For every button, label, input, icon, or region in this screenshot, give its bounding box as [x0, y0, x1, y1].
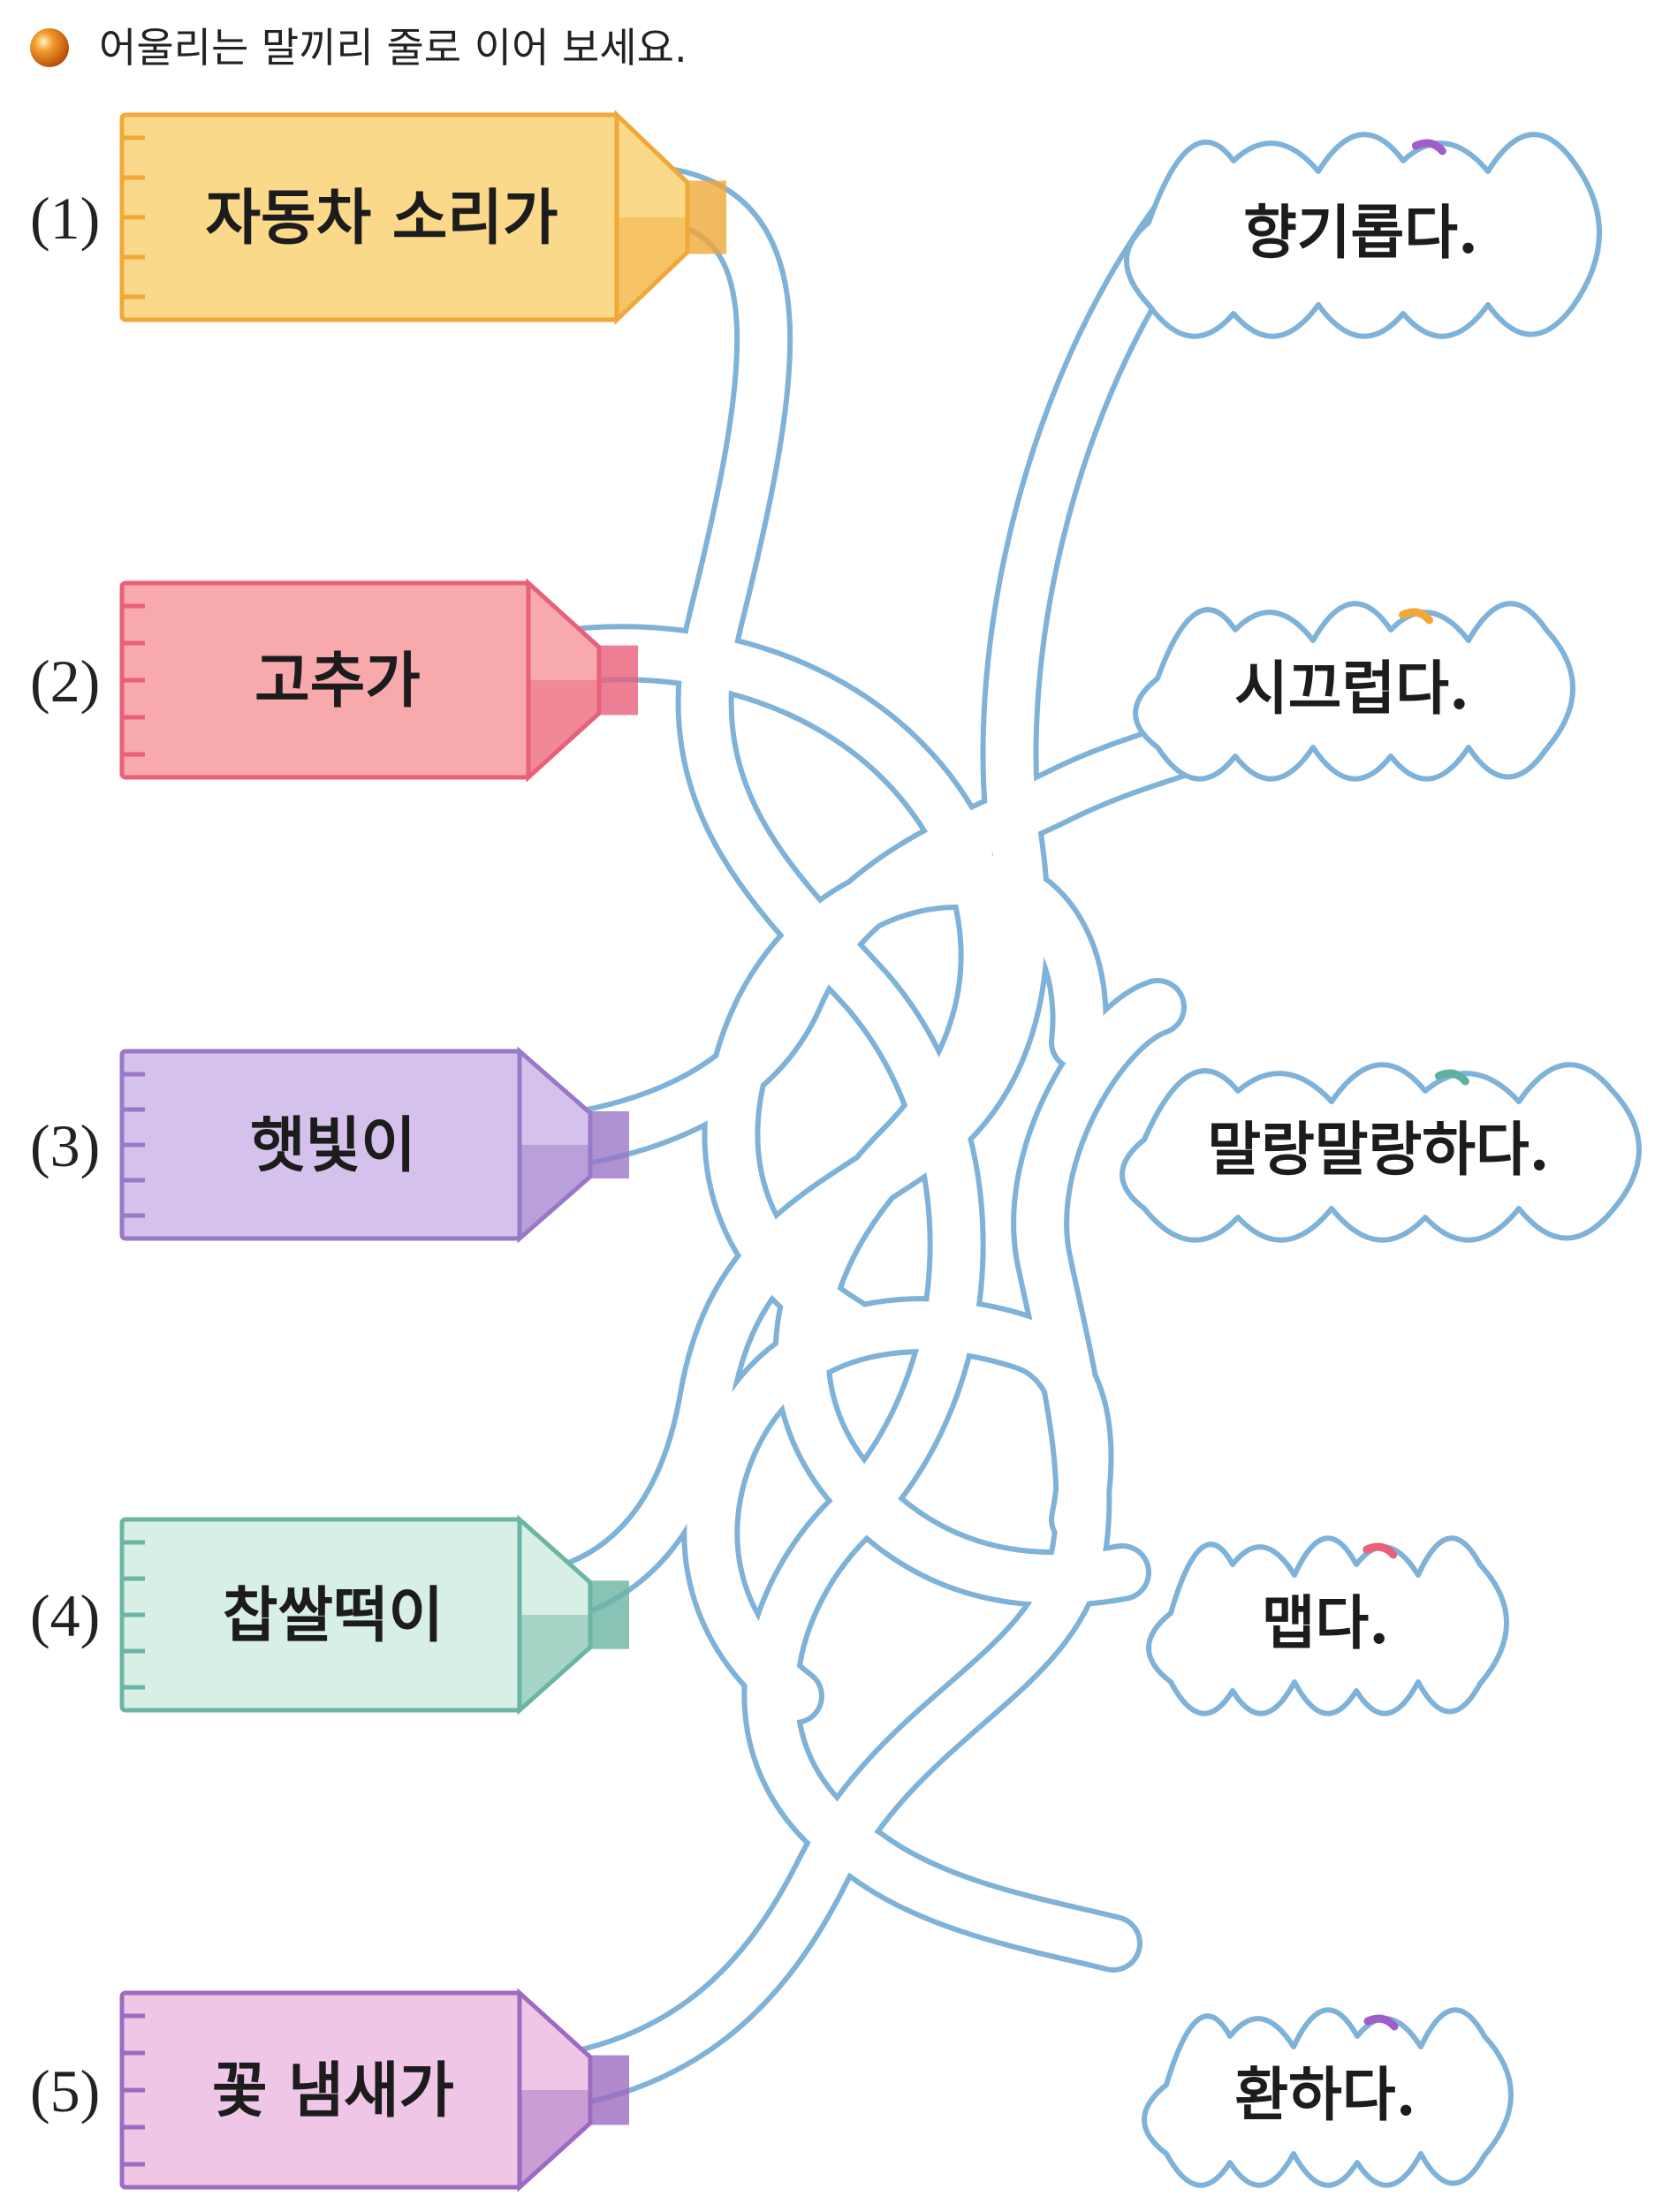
maze-channel[interactable]	[489, 983, 1181, 2110]
cloud-shape	[1142, 2007, 1514, 2188]
item-number: (1)	[30, 185, 100, 252]
predicate-label: 맵다.	[1262, 1588, 1389, 1657]
tube-shade	[617, 217, 687, 320]
maze-channel[interactable]	[497, 188, 1208, 1625]
item-label: 햇빛이	[250, 1110, 416, 1181]
tube-cap	[588, 1110, 629, 1179]
item-label: 꽃 냄새가	[212, 2056, 454, 2126]
cloud-shape	[1120, 1062, 1642, 1243]
cloud-accent	[1399, 608, 1434, 625]
cloud-accent	[1363, 1542, 1398, 1559]
tube-shade	[520, 1145, 590, 1239]
predicate-label: 환하다.	[1234, 2060, 1416, 2129]
cloud-predicate-5[interactable]: 환하다.	[1142, 2007, 1514, 2188]
cloud-shape	[1146, 1535, 1509, 1716]
item-label: 고추가	[254, 646, 421, 716]
tube-shade	[520, 1615, 590, 1710]
cloud-predicate-3[interactable]: 말랑말랑하다.	[1120, 1062, 1642, 1243]
item-number: (5)	[30, 2057, 100, 2125]
tube-item-4[interactable]: (4) 찹쌀떡이	[30, 1514, 629, 1716]
predicate-label: 시끄럽다.	[1234, 654, 1469, 723]
tube-item-5[interactable]: (5) 꽃 냄새가	[30, 1988, 629, 2193]
instruction-text: 어울리는 말끼리 줄로 이어 보세요.	[99, 24, 687, 72]
predicate-label: 향기롭다.	[1243, 198, 1478, 267]
tube-cap	[588, 1580, 629, 1649]
predicate-label: 말랑말랑하다.	[1207, 1115, 1549, 1184]
cloud-predicate-2[interactable]: 시끄럽다.	[1133, 601, 1575, 782]
item-label: 자동차 소리가	[205, 183, 558, 254]
cloud-predicate-1[interactable]: 향기롭다.	[1124, 132, 1602, 339]
cloud-accent	[1411, 139, 1446, 155]
cloud-accent	[1434, 1069, 1469, 1086]
item-number: (3)	[30, 1112, 100, 1179]
cloud-shape	[1133, 601, 1575, 782]
maze-channel[interactable]	[707, 856, 1104, 1349]
item-label: 찹쌀떡이	[223, 1580, 444, 1651]
maze-channel[interactable]	[648, 172, 1137, 1967]
tube-cap	[686, 180, 726, 254]
tube-shade	[528, 680, 599, 777]
cloud-predicate-4[interactable]: 맵다.	[1146, 1535, 1509, 1716]
tube-item-1[interactable]: (1) 자동차 소리가	[30, 110, 726, 325]
tube-cap	[588, 2055, 629, 2125]
item-number: (4)	[30, 1582, 100, 1649]
bullet-icon	[30, 28, 69, 67]
connection-maze	[483, 167, 1213, 2116]
cloud-accent	[1363, 2014, 1399, 2031]
tube-item-2[interactable]: (2) 고추가	[30, 578, 638, 783]
tube-item-3[interactable]: (3) 햇빛이	[30, 1046, 629, 1244]
tube-cap	[597, 645, 638, 716]
item-number: (2)	[30, 648, 100, 715]
tube-shade	[520, 2090, 590, 2187]
cloud-shape	[1124, 132, 1602, 339]
